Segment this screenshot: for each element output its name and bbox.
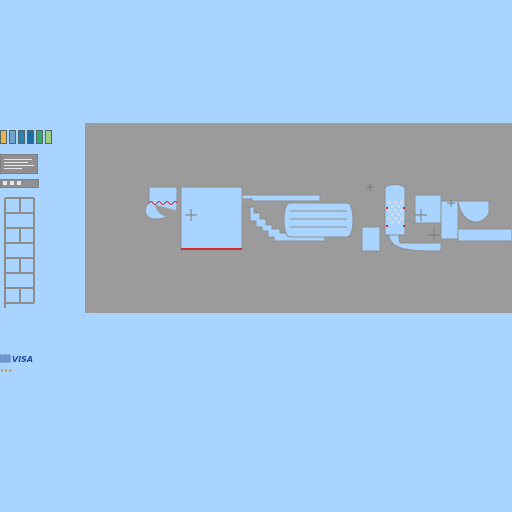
info-panel [0, 154, 38, 174]
return-pipe [388, 234, 442, 252]
marker-red [386, 225, 388, 227]
tool-button-1[interactable] [0, 130, 7, 144]
crosshair-icon [428, 229, 440, 241]
upper-pipe [241, 194, 321, 202]
small-tank [361, 226, 381, 252]
payment-dots: ••• [0, 367, 13, 375]
tool-button-2[interactable] [9, 130, 16, 144]
main-tank [180, 186, 243, 250]
crosshair-icon [366, 183, 374, 191]
search-option[interactable] [10, 181, 14, 185]
text-line [4, 165, 34, 166]
crosshair-icon [415, 209, 427, 221]
cylinder-vessel [283, 202, 354, 238]
simulation-canvas[interactable] [85, 123, 512, 313]
left-sidebar: ▒▒ VISA ••• [0, 120, 52, 380]
tool-button-6[interactable] [45, 130, 52, 144]
text-line [4, 159, 32, 160]
diagram-svg [144, 183, 512, 252]
text-line [4, 168, 22, 169]
crosshair-icon [447, 199, 455, 207]
marker-red [403, 207, 405, 209]
checker-pattern-icon [388, 201, 403, 224]
toolbar [0, 130, 52, 144]
junction [440, 200, 459, 240]
text-line [4, 162, 28, 163]
right-box [414, 194, 442, 224]
tool-button-5[interactable] [36, 130, 43, 144]
wave-line [148, 201, 178, 205]
marker-red [386, 207, 388, 209]
search-icon[interactable] [3, 181, 7, 185]
search-bar[interactable] [0, 179, 39, 188]
tool-button-4[interactable] [27, 130, 34, 144]
visa-logo: VISA [12, 355, 34, 364]
tree-view [4, 197, 35, 308]
tool-button-3[interactable] [18, 130, 25, 144]
outlet-pipe [457, 228, 512, 242]
search-option[interactable] [17, 181, 21, 185]
payment-card-logo: ▒▒ [0, 355, 11, 363]
marker-red [403, 225, 405, 227]
crosshair-icon [185, 209, 197, 221]
right-vessel [457, 200, 490, 223]
